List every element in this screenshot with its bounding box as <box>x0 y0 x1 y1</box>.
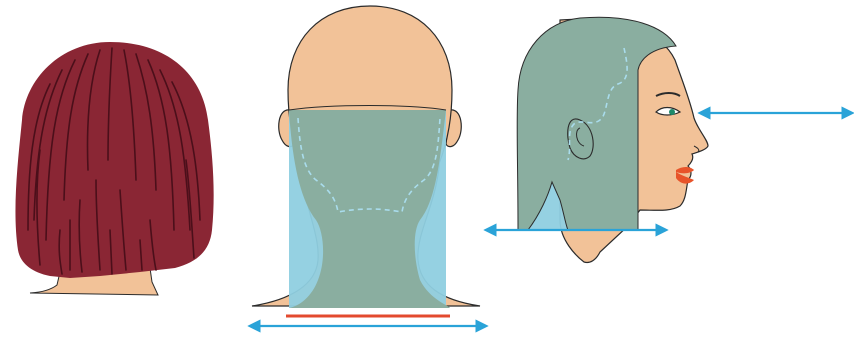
head-side-view-guide <box>486 17 852 262</box>
iris <box>669 109 675 115</box>
bob-haircut-back-view <box>15 42 213 295</box>
head-back-view-guide <box>250 6 486 326</box>
